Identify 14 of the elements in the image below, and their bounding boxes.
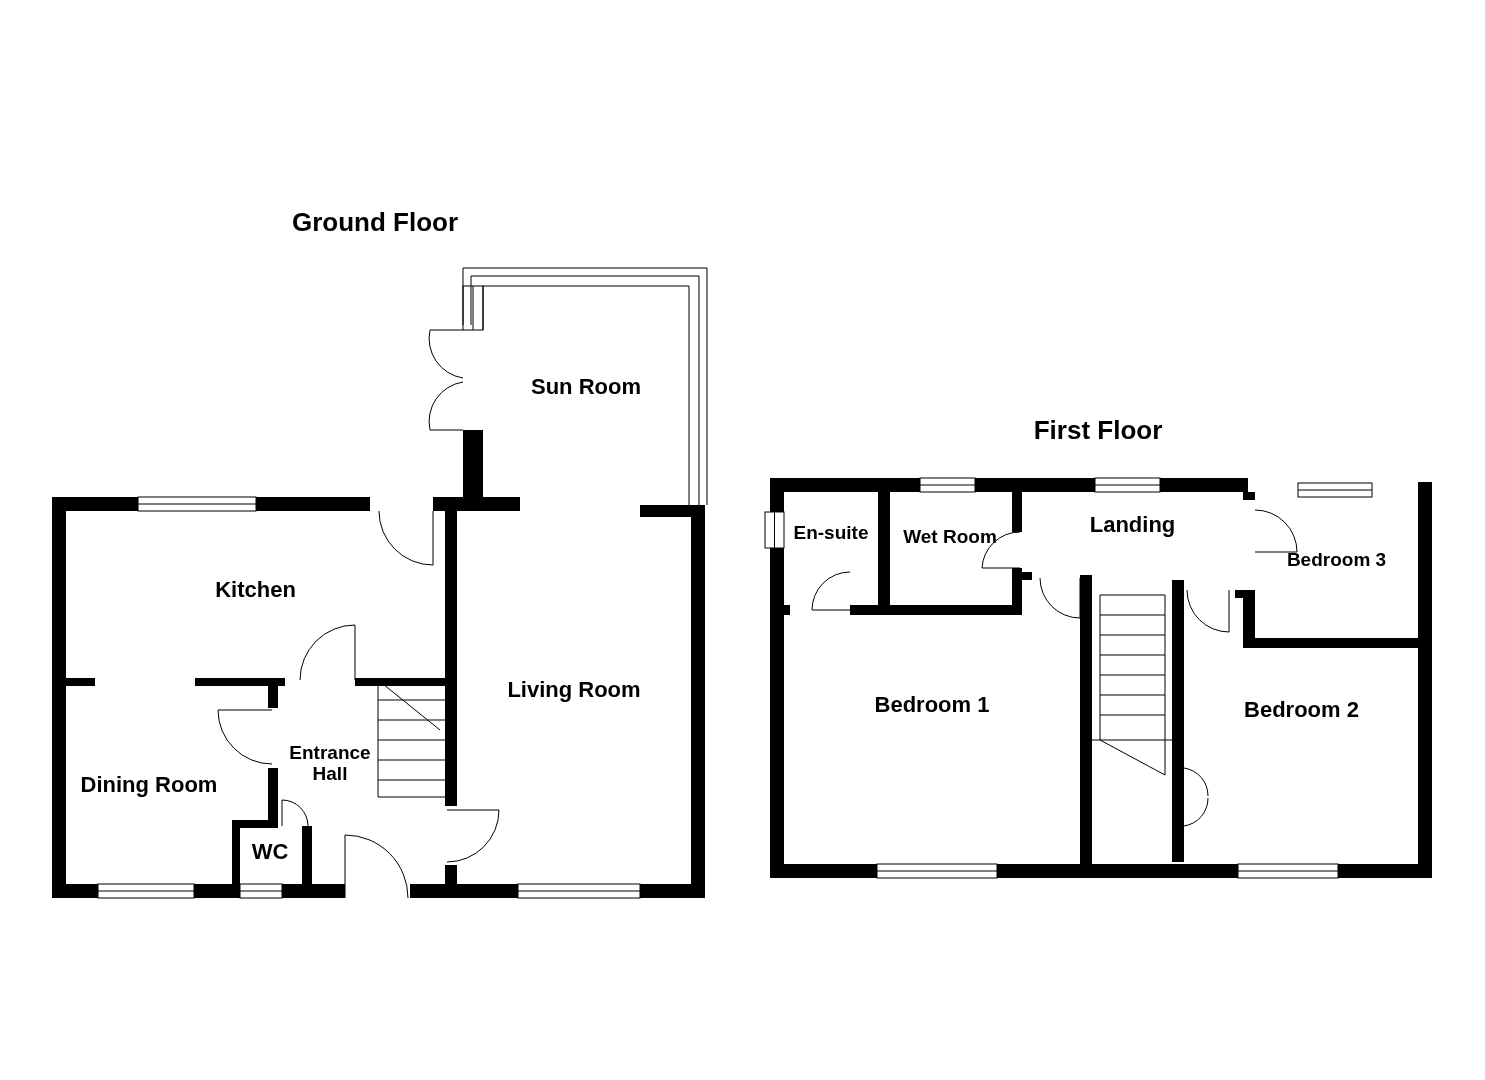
- room-name: Kitchen: [215, 577, 296, 603]
- room-name: Bedroom 2: [1244, 697, 1359, 723]
- room-name: Living Room: [507, 677, 641, 703]
- floor-title: Ground Floor: [291, 206, 459, 238]
- floor-title: First Floor: [1033, 414, 1163, 446]
- room-name: Wet Room: [903, 526, 997, 548]
- room-name: Sun Room: [531, 375, 641, 400]
- room-name: En-suite: [793, 522, 869, 544]
- room-name: Landing: [1089, 512, 1176, 538]
- room-name: WC: [251, 839, 289, 865]
- room-name: Dining Room: [80, 772, 218, 798]
- room-name: Entrance Hall: [288, 743, 372, 785]
- room-name: Bedroom 1: [874, 692, 990, 718]
- room-name: Bedroom 3: [1286, 549, 1387, 571]
